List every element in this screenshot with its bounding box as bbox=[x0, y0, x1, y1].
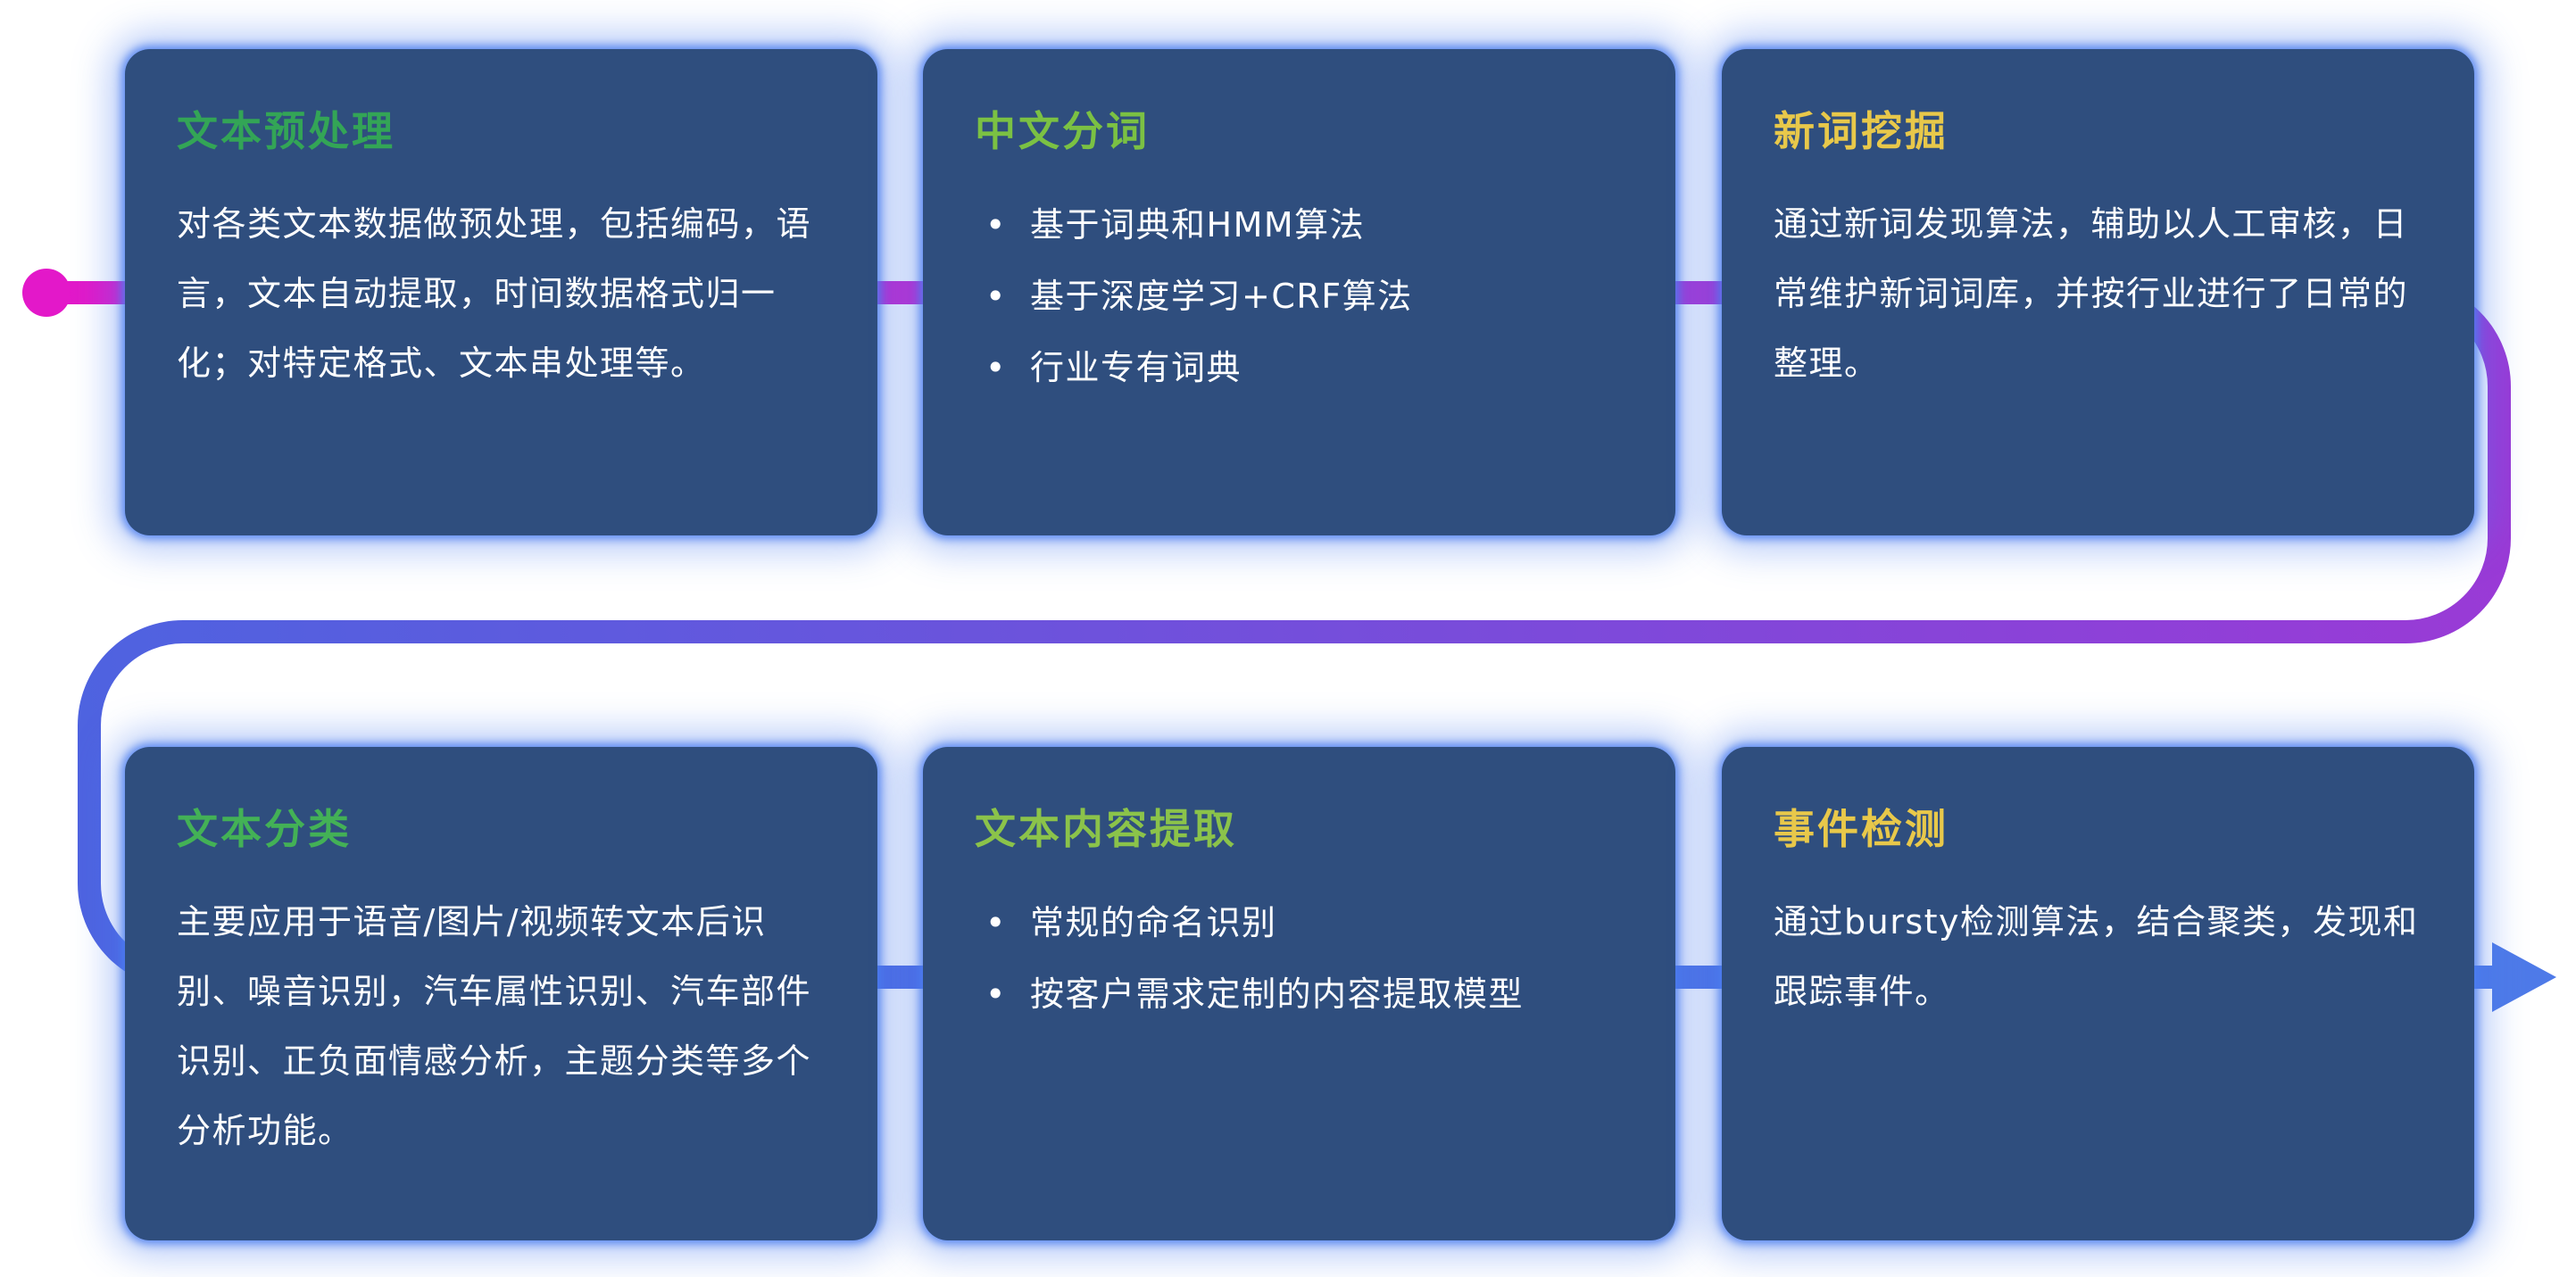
bullet-item: 常规的命名识别 bbox=[975, 888, 1624, 959]
bullet-item: 按客户需求定制的内容提取模型 bbox=[975, 959, 1624, 1031]
card-title: 新词挖掘 bbox=[1774, 107, 1949, 155]
bullet-item: 基于词典和HMM算法 bbox=[975, 190, 1624, 261]
card-bullet-list: 基于词典和HMM算法 基于深度学习+CRF算法 行业专有词典 bbox=[975, 190, 1624, 403]
card-title: 文本内容提取 bbox=[975, 805, 1237, 853]
bullet-item: 基于深度学习+CRF算法 bbox=[975, 261, 1624, 333]
flow-end-arrow-icon bbox=[2492, 942, 2556, 1012]
flow-path-middle bbox=[78, 446, 2511, 803]
card-title: 文本预处理 bbox=[177, 107, 395, 155]
card-text-classification: 文本分类 主要应用于语音/图片/视频转文本后识别、噪音识别，汽车属性识别、汽车部… bbox=[125, 747, 877, 1240]
card-body: 通过bursty检测算法，结合聚类，发现和跟踪事件。 bbox=[1774, 902, 2419, 1011]
card-text-preprocessing: 文本预处理 对各类文本数据做预处理，包括编码，语言，文本自动提取，时间数据格式归… bbox=[125, 49, 877, 535]
card-content-extraction: 文本内容提取 常规的命名识别 按客户需求定制的内容提取模型 bbox=[923, 747, 1675, 1240]
card-new-word-mining: 新词挖掘 通过新词发现算法，辅助以人工审核，日常维护新词词库，并按行业进行了日常… bbox=[1722, 49, 2474, 535]
card-title: 事件检测 bbox=[1774, 805, 1949, 853]
card-event-detection: 事件检测 通过bursty检测算法，结合聚类，发现和跟踪事件。 bbox=[1722, 747, 2474, 1240]
flow-start-dot bbox=[22, 269, 71, 317]
card-chinese-segmentation: 中文分词 基于词典和HMM算法 基于深度学习+CRF算法 行业专有词典 bbox=[923, 49, 1675, 535]
card-title: 中文分词 bbox=[975, 107, 1150, 155]
card-body: 对各类文本数据做预处理，包括编码，语言，文本自动提取，时间数据格式归一化；对特定… bbox=[177, 204, 812, 383]
card-title: 文本分类 bbox=[177, 805, 352, 853]
card-body: 通过新词发现算法，辅助以人工审核，日常维护新词词库，并按行业进行了日常的整理。 bbox=[1774, 204, 2409, 383]
card-body: 主要应用于语音/图片/视频转文本后识别、噪音识别，汽车属性识别、汽车部件识别、正… bbox=[177, 902, 812, 1150]
bullet-item: 行业专有词典 bbox=[975, 333, 1624, 404]
card-bullet-list: 常规的命名识别 按客户需求定制的内容提取模型 bbox=[975, 888, 1624, 1031]
